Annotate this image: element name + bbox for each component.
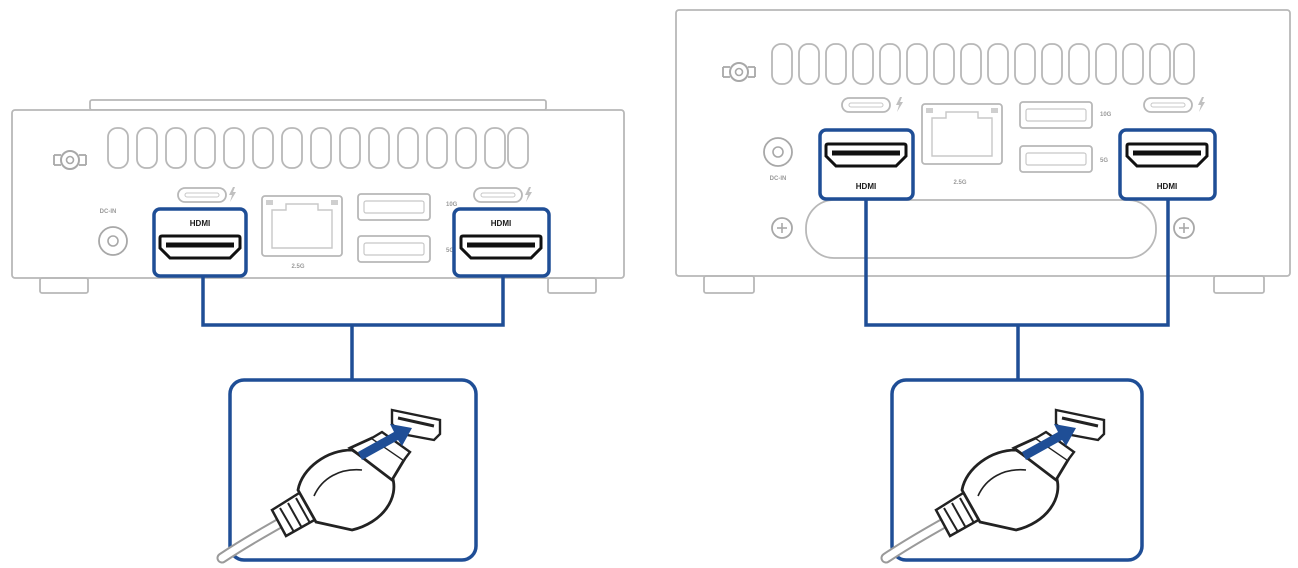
bottom-cover-plate: [806, 200, 1156, 258]
device-left: DC-IN 2.5G 10G 5G HDMI HDMI: [12, 100, 624, 560]
hdmi-port-icon: [826, 144, 906, 166]
svg-text:DC-IN: DC-IN: [770, 176, 787, 182]
hdmi-cable-callout: [886, 380, 1142, 560]
svg-text:5G: 5G: [1100, 158, 1108, 164]
svg-text:HDMI: HDMI: [491, 219, 511, 228]
hdmi-cable-callout: [222, 380, 476, 560]
hdmi-port-icon: [1127, 144, 1207, 166]
svg-text:10G: 10G: [1100, 112, 1112, 118]
hdmi-port-left-highlight: HDMI: [154, 209, 246, 276]
hdmi-port-icon: [160, 236, 240, 258]
svg-text:DC-IN: DC-IN: [100, 209, 117, 215]
svg-text:10G: 10G: [446, 202, 458, 208]
hdmi-port-icon: [461, 236, 541, 258]
device-right: DC-IN 2.5G 10G 5G HDMI HDMI: [676, 10, 1290, 560]
svg-text:2.5G: 2.5G: [291, 264, 304, 270]
connector-lines: [203, 276, 503, 380]
svg-text:2.5G: 2.5G: [953, 180, 966, 186]
svg-text:HDMI: HDMI: [190, 219, 210, 228]
svg-text:HDMI: HDMI: [856, 182, 876, 191]
hdmi-port-right-highlight: HDMI: [454, 209, 549, 276]
hdmi-port-right-highlight: HDMI: [1120, 130, 1215, 199]
svg-text:HDMI: HDMI: [1157, 182, 1177, 191]
hdmi-port-left-highlight: HDMI: [820, 130, 913, 199]
